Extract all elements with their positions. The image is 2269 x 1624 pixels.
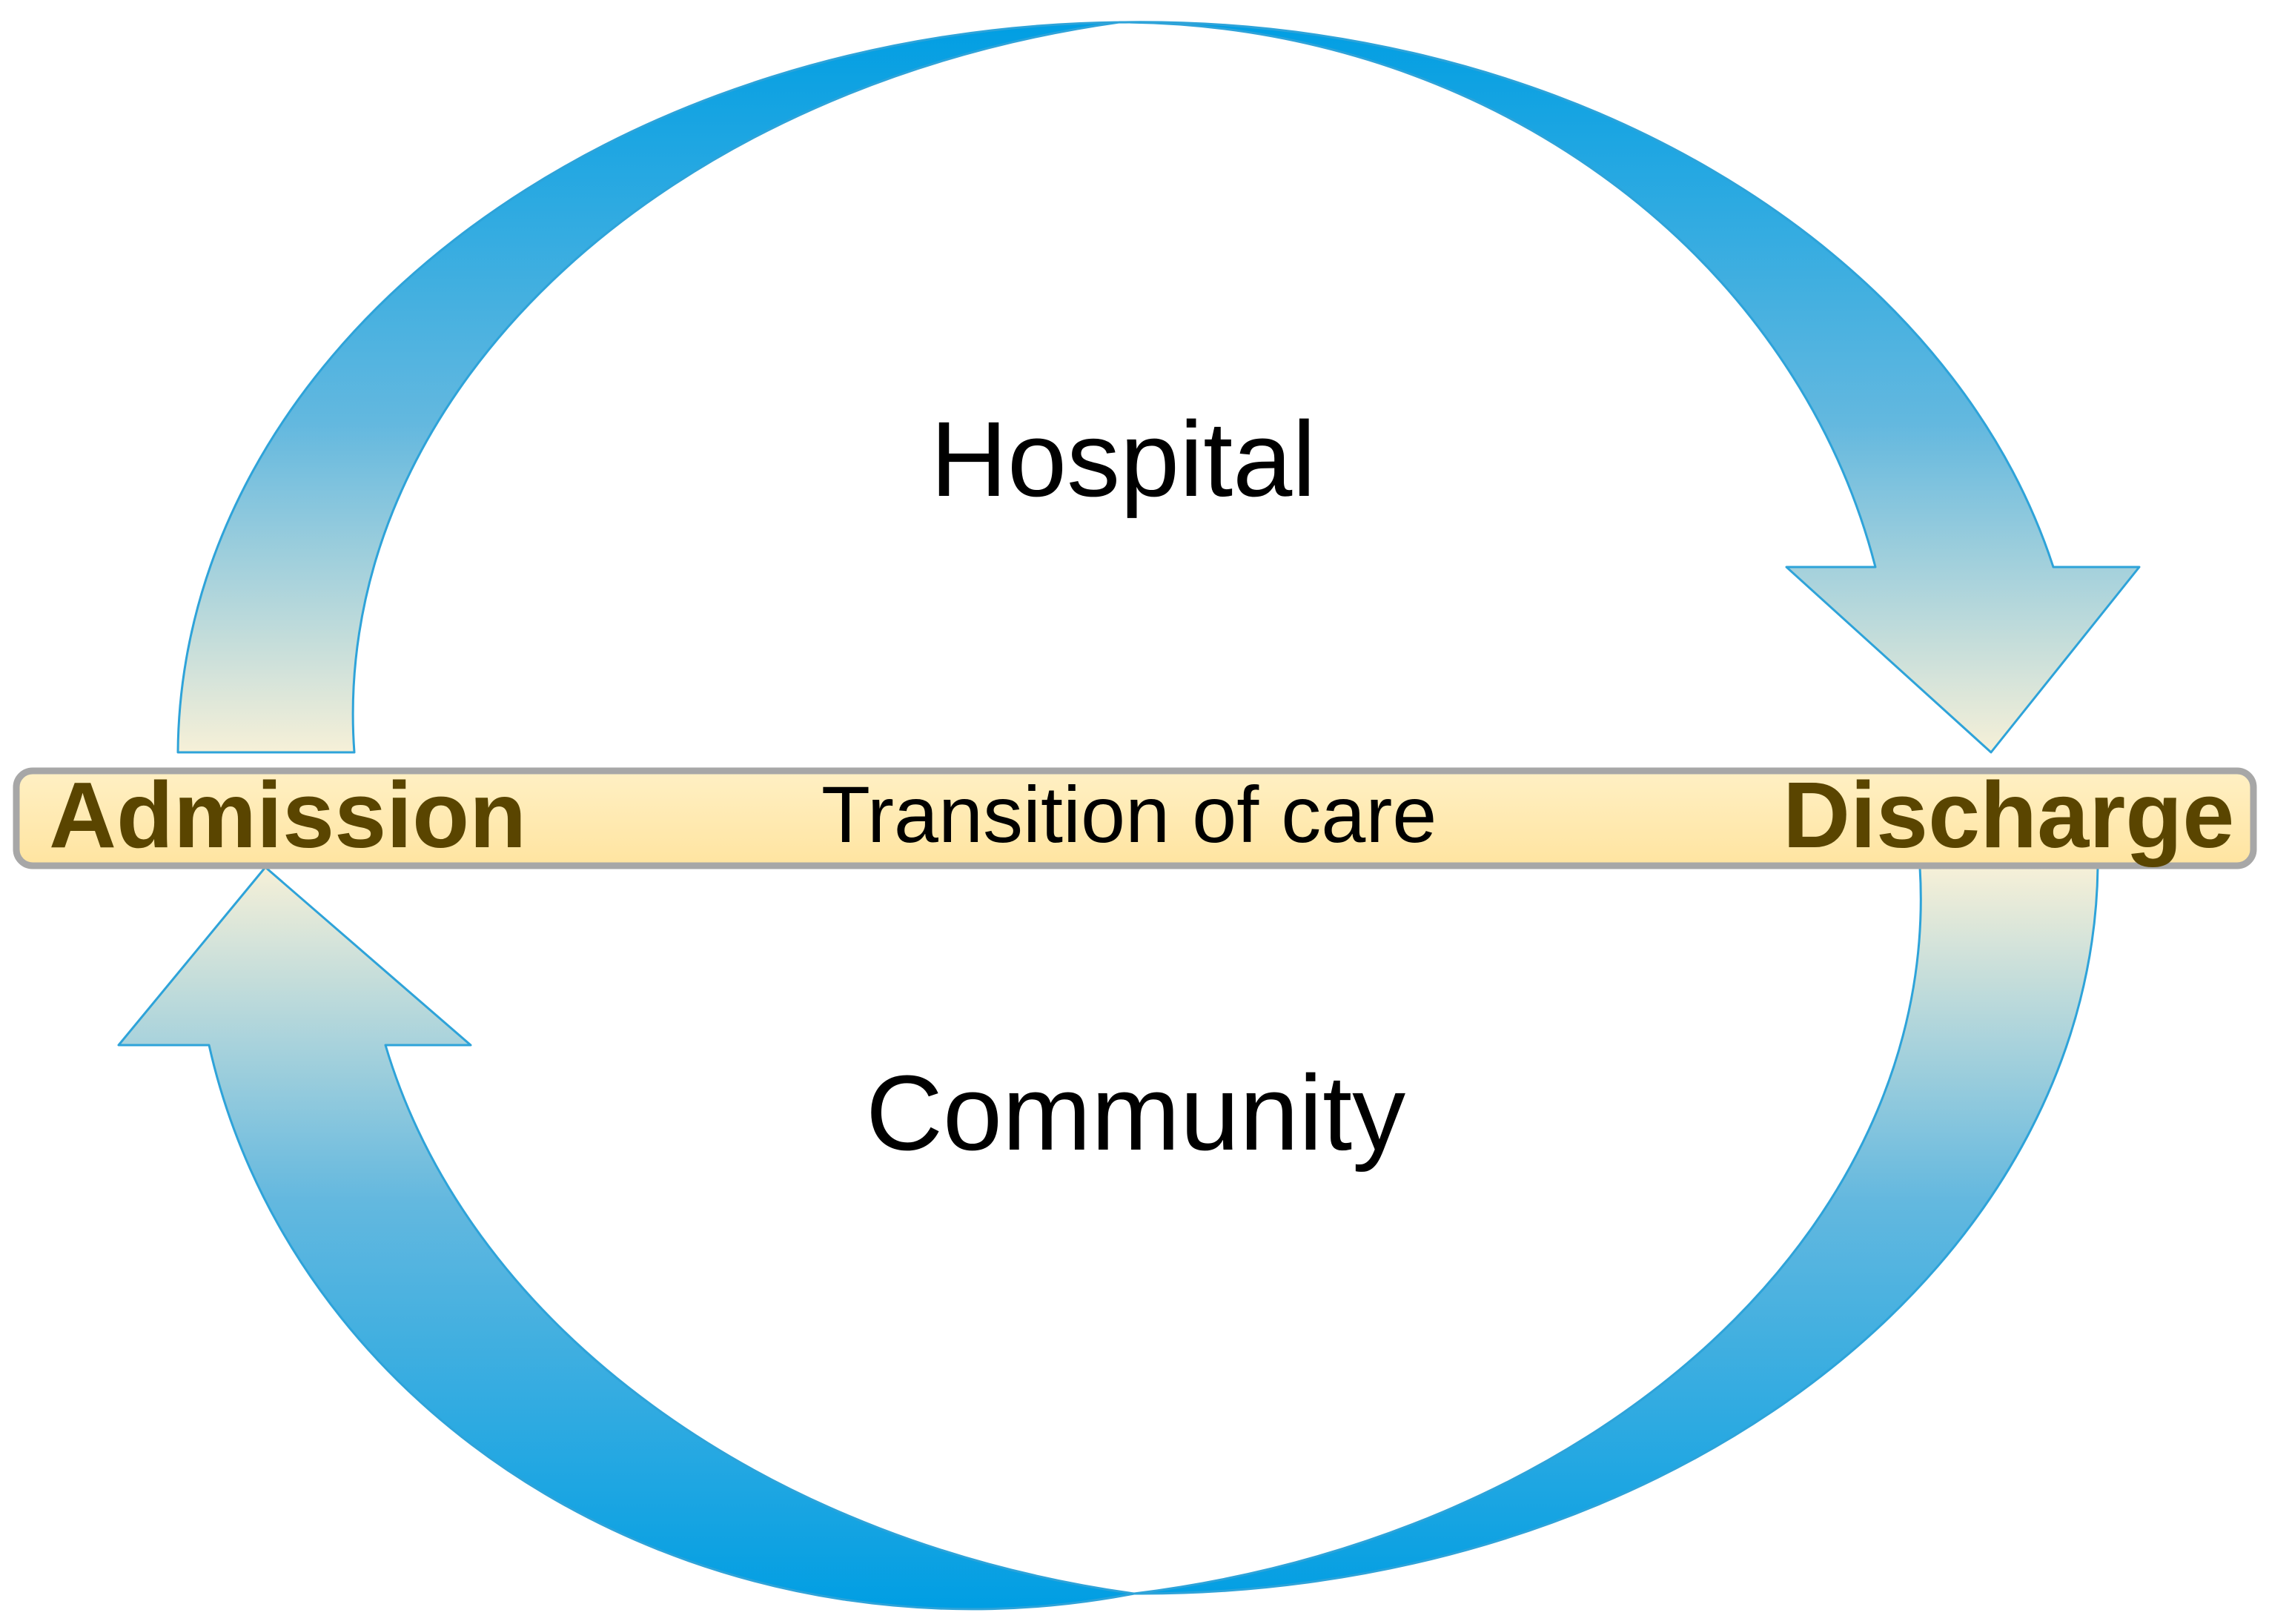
discharge-label: Discharge	[1783, 763, 2235, 867]
discharge-to-admission-arrow	[117, 866, 2099, 1611]
transition-of-care-label: Transition of care	[821, 769, 1437, 859]
admission-to-discharge-arrow	[176, 21, 2141, 754]
admission-label: Admission	[49, 763, 527, 867]
transition-band	[13, 767, 2257, 869]
community-label: Community	[866, 1053, 1406, 1173]
hospital-label: Hospital	[930, 400, 1316, 519]
